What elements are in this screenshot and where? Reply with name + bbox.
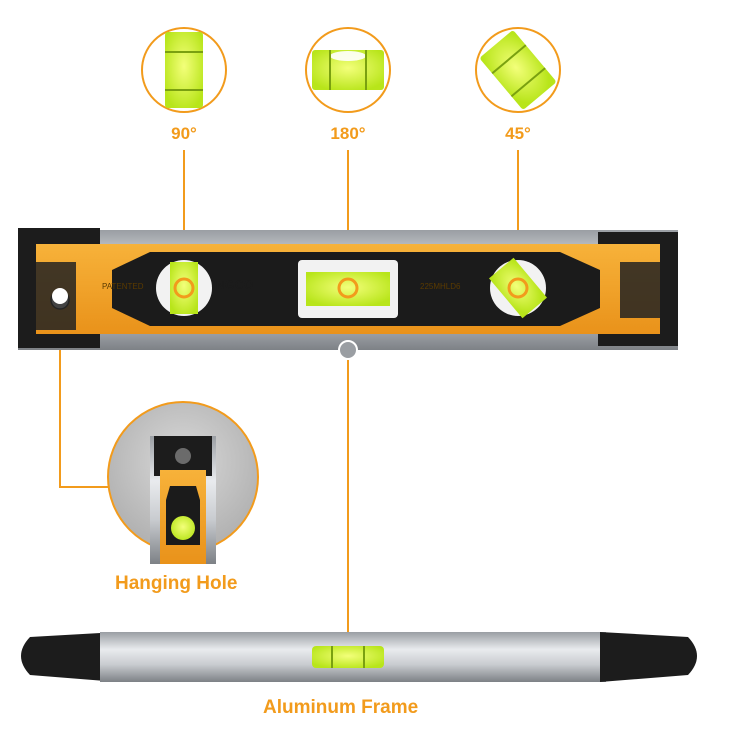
leader-lines (59, 150, 519, 640)
zoom-circle-90 (141, 27, 227, 113)
zoom-circle-45 (475, 27, 561, 113)
angle-label-45: 45° (505, 124, 531, 143)
hanging-hole-detail (107, 401, 259, 564)
brand-logo: INGCO (212, 278, 254, 292)
aluminum-frame-caption: Aluminum Frame (263, 697, 419, 718)
aluminum-frame-bar (21, 632, 697, 682)
zoom-circle-180 (305, 27, 391, 113)
patented-text: PATENTED (102, 282, 144, 291)
torpedo-level (18, 228, 678, 360)
angle-label-180: 180° (330, 124, 366, 143)
hanging-hole-caption: Hanging Hole (115, 573, 238, 594)
model-text: 225MHLD6 (420, 282, 461, 291)
angle-label-90: 90° (171, 124, 197, 143)
